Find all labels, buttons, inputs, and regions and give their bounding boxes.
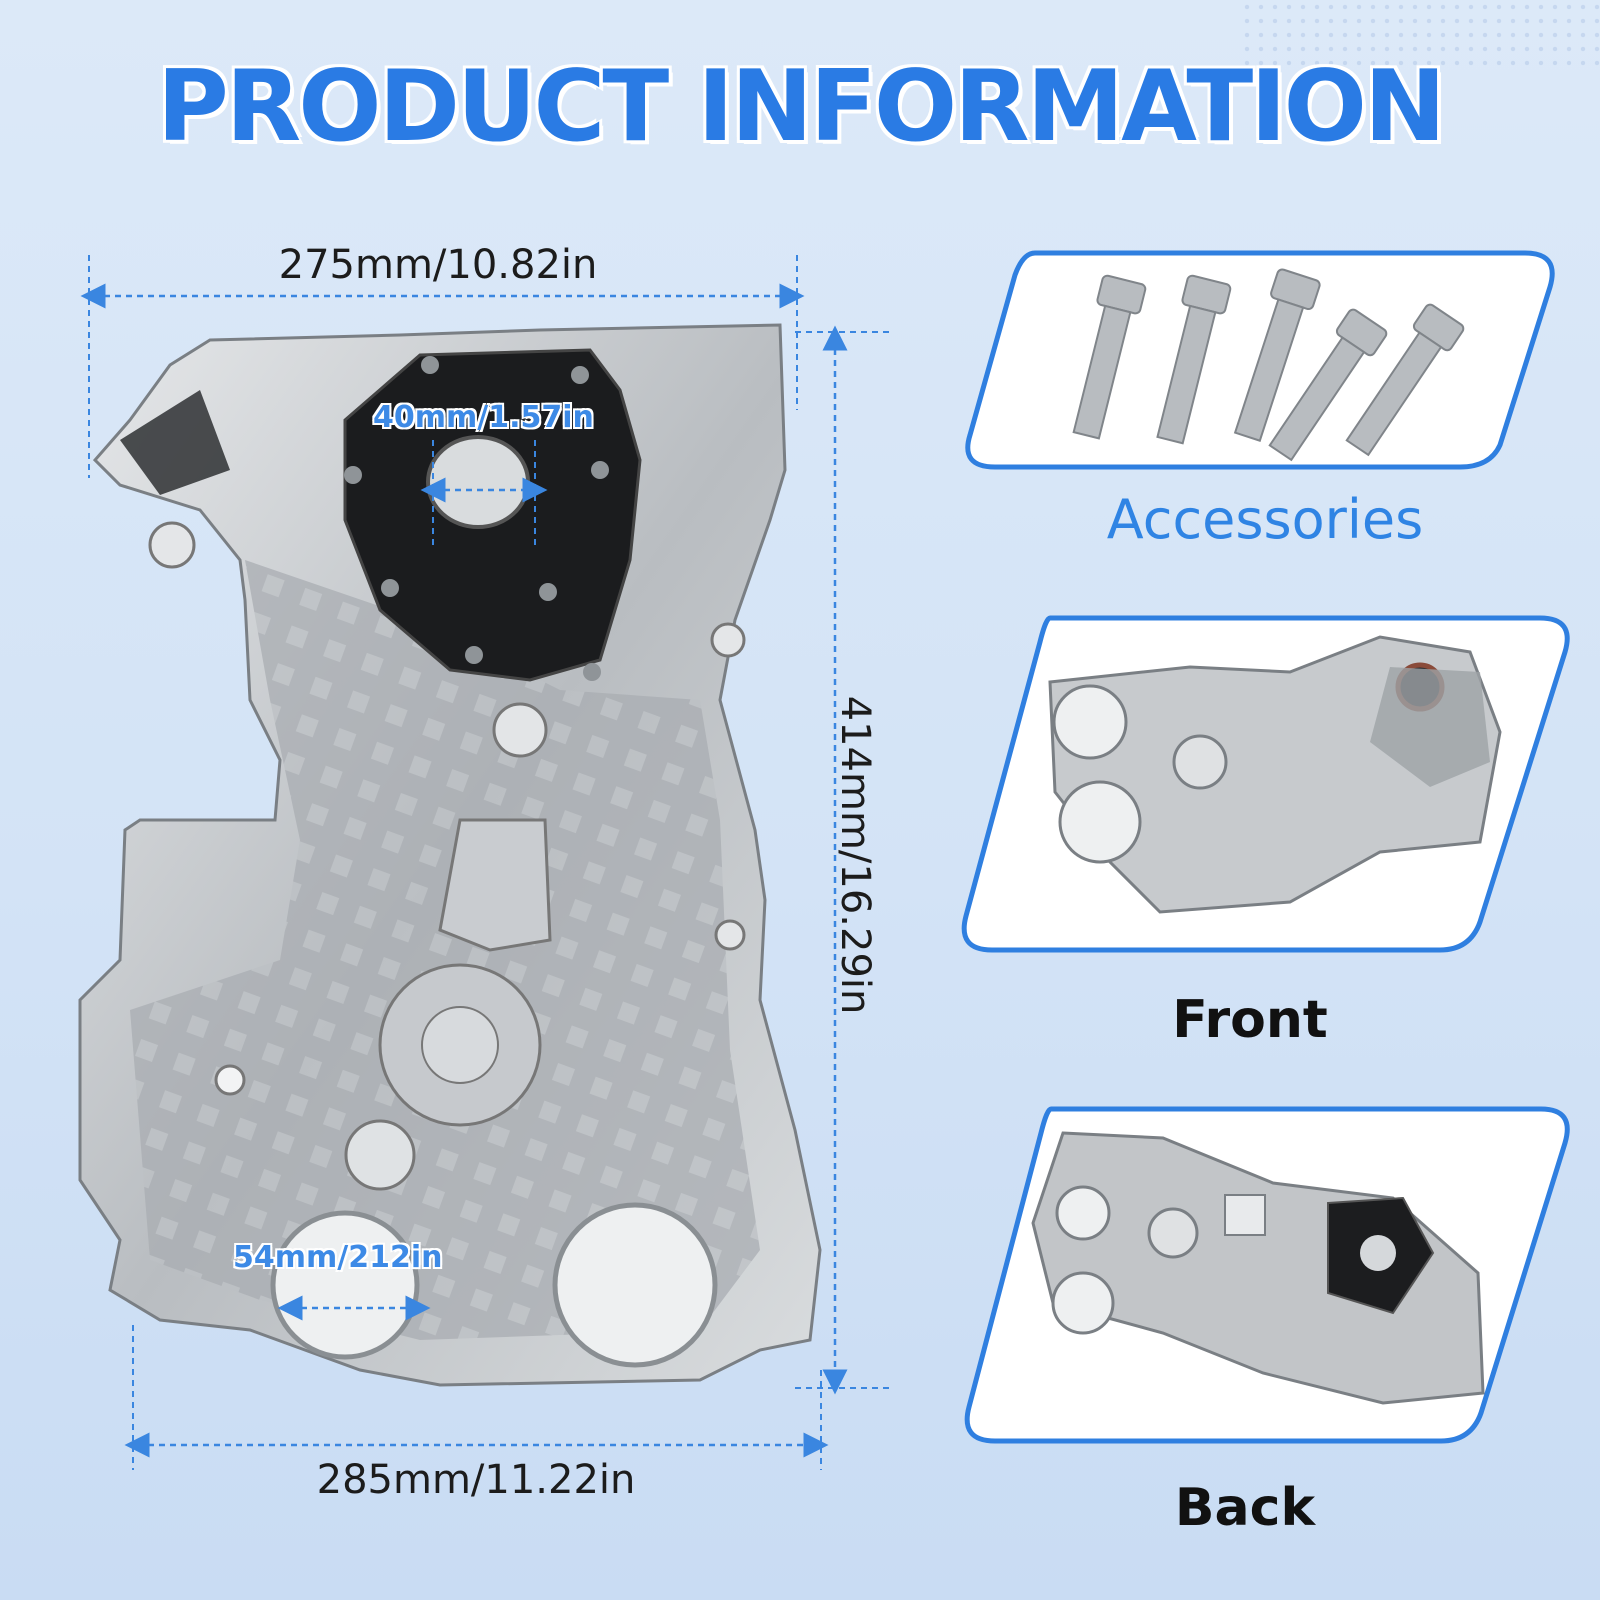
- casting-features: [120, 390, 746, 1368]
- back-label: Back: [1174, 1478, 1316, 1538]
- upper-hole-label: 40mm/1.57in: [373, 400, 594, 435]
- back-view-card: [964, 1106, 1570, 1444]
- height-label: 414mm/16.29in: [832, 695, 878, 1015]
- accessories-card: [965, 250, 1555, 470]
- bottom-width-label: 285mm/11.22in: [316, 1457, 636, 1503]
- bolt-icon-group: [1072, 268, 1465, 462]
- page-title: PRODUCT INFORMATION: [156, 50, 1446, 164]
- accessories-label: Accessories: [1106, 488, 1424, 551]
- back-view-part-image: [1031, 1131, 1485, 1405]
- front-view-part-image: [1048, 635, 1502, 914]
- front-label: Front: [1172, 990, 1328, 1050]
- decorative-dot-pattern: [1240, 0, 1600, 70]
- timing-cover-body: [78, 323, 822, 1387]
- front-view-card: [961, 615, 1570, 953]
- lower-hole-label: 54mm/212in: [233, 1240, 443, 1275]
- top-width-label: 275mm/10.82in: [278, 242, 598, 288]
- dimension-lines: [80, 255, 893, 1470]
- oil-pump-plate: [343, 348, 642, 682]
